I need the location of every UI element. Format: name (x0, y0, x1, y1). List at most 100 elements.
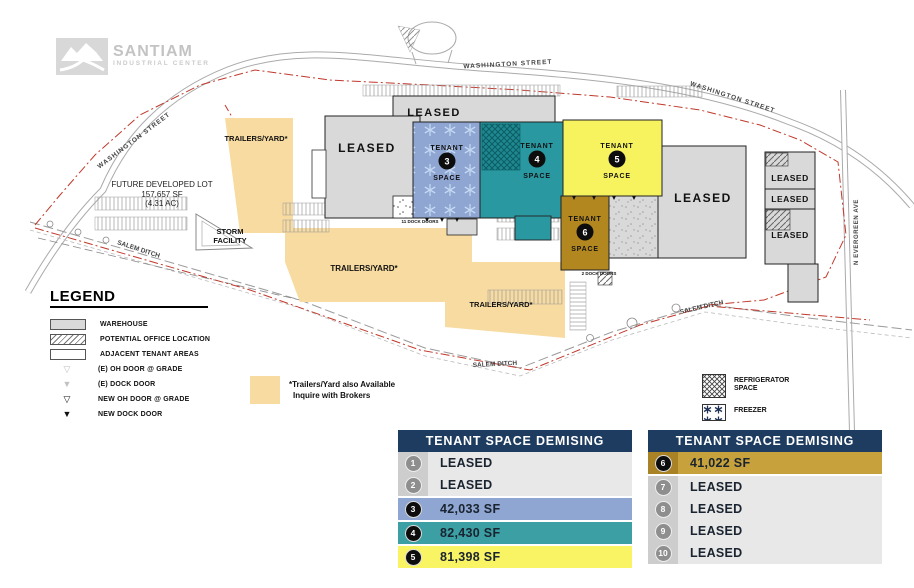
svg-text:SPACE: SPACE (603, 173, 631, 180)
tenant4-refrigerator-zone (481, 123, 521, 171)
new-dock-door-icon: ▼ (62, 409, 72, 419)
leased-label-top: LEASED (407, 107, 461, 119)
row-number-badge: 5 (404, 548, 422, 566)
row-value: LEASED (440, 478, 493, 492)
street-label-washington-top: WASHINGTON STREET (463, 59, 552, 71)
leased-label-stack-1: LEASED (771, 173, 808, 183)
row-number-badge: 4 (404, 524, 422, 542)
future-lot-label: FUTURE DEVELOPED LOT 157,657 SF (4.31 AC… (111, 180, 212, 208)
legend-item-oh-door-grade: ▽ (E) OH DOOR @ GRADE (50, 363, 275, 376)
tenant-space-demising-table-left: TENANT SPACE DEMISING 1 LEASED 2 LEASED … (398, 430, 632, 568)
table-row-4: 4 82,430 SF (398, 522, 632, 544)
tree-symbols (46, 220, 681, 342)
leased-label-stack-3: LEASED (771, 230, 808, 240)
svg-text:STORM: STORM (217, 227, 244, 236)
site-plan-map: .svgtxt{font-family:"Liberation Sans",sa… (24, 21, 914, 432)
tenant-space-demising-table-right: TENANT SPACE DEMISING 6 41,022 SF 7 LEAS… (648, 430, 882, 564)
row-value: 41,022 SF (690, 456, 751, 470)
freezer-pattern-swatch (702, 404, 726, 421)
trailers-yard-areas (225, 118, 565, 338)
tenant-areas (412, 119, 663, 286)
legend-item-refrigerator: REFRIGERATOR SPACE (702, 374, 789, 398)
row-number-badge: 10 (654, 544, 672, 562)
leased-label-big-right: LEASED (674, 191, 732, 205)
svg-text:4: 4 (534, 155, 539, 165)
trailers-note: *Trailers/Yard also Available Inquire wi… (250, 376, 395, 404)
svg-text:6: 6 (582, 228, 587, 238)
street-label-evergreen: N EVERGREEN AVE (854, 199, 860, 265)
row-number-badge: 6 (654, 454, 672, 472)
row-value: LEASED (690, 480, 743, 494)
legend-item-dock-door: ▼ (E) DOCK DOOR (50, 378, 275, 391)
svg-text:157,657 SF: 157,657 SF (141, 190, 182, 199)
storm-facility-label: STORM FACILITY (213, 227, 246, 245)
office-hatch-swatch (50, 334, 86, 345)
new-oh-door-icon: ▽ (63, 394, 71, 404)
row-number-badge: 8 (654, 500, 672, 518)
row-number-badge: 1 (404, 454, 422, 472)
annotation-dock2: 2 DOCK DOORS (582, 271, 617, 276)
table-row-6: 6 41,022 SF (648, 452, 882, 474)
table-header: TENANT SPACE DEMISING (398, 430, 632, 452)
svg-text:(4.31 AC): (4.31 AC) (145, 199, 179, 208)
legend-item-office: POTENTIAL OFFICE LOCATION (50, 333, 275, 346)
trailers-note-line2: Inquire with Brokers (293, 391, 371, 400)
adjacent-tenant-swatch (50, 349, 86, 360)
svg-text:TENANT: TENANT (520, 143, 553, 150)
ditch-label-center: SALEM DITCH (473, 360, 518, 369)
table-row-1: 1 LEASED (398, 452, 632, 474)
pattern-legend: REFRIGERATOR SPACE FREEZER (702, 374, 789, 421)
tenant5-label: TENANT 5 SPACE (600, 143, 633, 180)
tenant3-area-freezer (412, 121, 481, 219)
building-leased-stack (764, 151, 816, 265)
row-value: LEASED (690, 502, 743, 516)
svg-text:TENANT: TENANT (568, 216, 601, 223)
row-value: 42,033 SF (440, 502, 501, 516)
svg-text:TENANT: TENANT (600, 143, 633, 150)
dock-door-markers (425, 196, 636, 222)
svg-text:5: 5 (614, 155, 619, 165)
trailers-yard-label-upper: TRAILERS/YARD* (224, 134, 287, 143)
svg-text:TENANT: TENANT (430, 145, 463, 152)
building-leased-big-right (657, 145, 747, 259)
leased-label-left: LEASED (338, 141, 396, 155)
legend-item-new-dock-door: ▼ NEW DOCK DOOR (50, 408, 275, 421)
legend-item-freezer: FREEZER (702, 404, 789, 421)
table-row-2: 2 LEASED (398, 474, 632, 496)
row-value: LEASED (690, 546, 743, 560)
svg-text:SPACE: SPACE (433, 175, 461, 182)
ditch-label-left: SALEM DITCH (116, 239, 161, 259)
legend-item-new-oh-door: ▽ NEW OH DOOR @ GRADE (50, 393, 275, 406)
row-value: LEASED (690, 524, 743, 538)
annotation-dock11: 11 DOCK DOORS (401, 219, 438, 224)
row-value: 82,430 SF (440, 526, 501, 540)
warehouse-swatch (50, 319, 86, 330)
oh-door-grade-icon: ▽ (63, 364, 71, 374)
svg-text:SPACE: SPACE (523, 173, 551, 180)
legend: LEGEND WAREHOUSE POTENTIAL OFFICE LOCATI… (50, 288, 275, 421)
table-row-8: 8 LEASED (648, 498, 882, 520)
storm-facility (195, 213, 254, 251)
logo-tagline: INDUSTRIAL CENTER (113, 60, 210, 67)
roads-layer (24, 21, 914, 432)
ditch-label-right: SALEM DITCH (679, 299, 724, 316)
legend-item-adjacent: ADJACENT TENANT AREAS (50, 348, 275, 361)
trailers-note-line1: *Trailers/Yard also Available (289, 380, 396, 389)
svg-text:3: 3 (444, 157, 449, 167)
row-number-badge: 2 (404, 476, 422, 494)
row-number-badge: 7 (654, 478, 672, 496)
legend-title: LEGEND (50, 288, 208, 308)
dock-door-icon: ▼ (62, 379, 72, 389)
trailers-yard-swatch (250, 376, 280, 404)
table-row-5: 5 81,398 SF (398, 546, 632, 568)
tenant6-label: TENANT 6 SPACE (568, 216, 601, 253)
logo-name: SANTIAM (113, 43, 193, 60)
legend-item-warehouse: WAREHOUSE (50, 318, 275, 331)
table-row-10: 10 LEASED (648, 542, 882, 564)
logo-mountain-icon (56, 38, 108, 75)
table-row-3: 3 42,033 SF (398, 498, 632, 520)
table-row-7: 7 LEASED (648, 476, 882, 498)
trailers-yard-area-upper (225, 118, 293, 233)
row-value: 81,398 SF (440, 550, 501, 564)
